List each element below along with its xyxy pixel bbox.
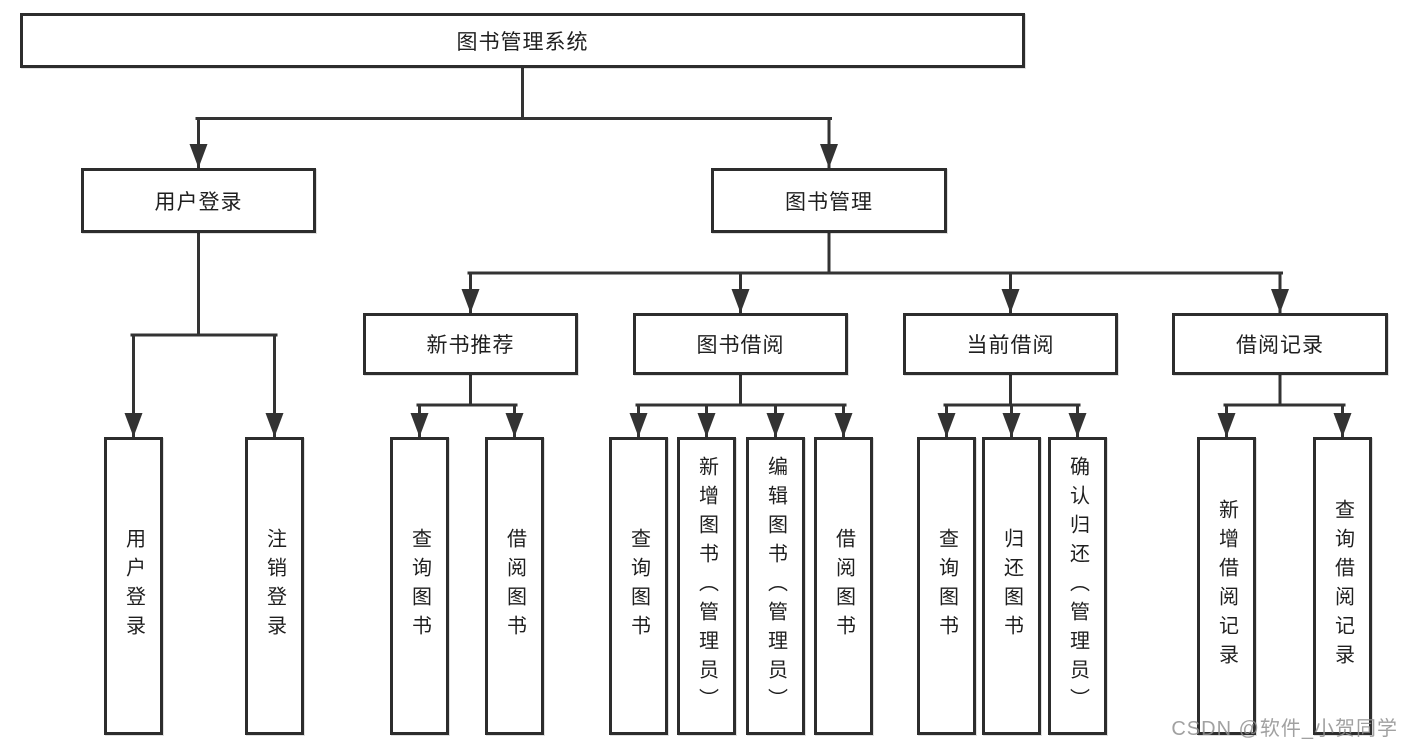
node-book-borrow-label: 图书借阅 [696, 334, 785, 357]
node-current-borrow: 当前借阅 [903, 313, 1118, 375]
leaf-edit-books-admin: 编辑图书（管理员） [746, 437, 805, 735]
node-root-label: 图书管理系统 [456, 30, 589, 54]
leaf-borrow-books-recommend: 借阅图书 [485, 437, 544, 735]
leaf-logout: 注销登录 [245, 437, 304, 735]
node-borrow-records: 借阅记录 [1172, 313, 1388, 375]
leaf-confirm-return-admin: 确认归还（管理员） [1048, 437, 1107, 735]
leaf-add-books-admin: 新增图书（管理员） [677, 437, 736, 735]
leaf-borrow-books-recommend-label: 借阅图书 [503, 528, 526, 644]
node-book-management-label: 图书管理 [785, 190, 873, 214]
node-new-book-recommend: 新书推荐 [363, 313, 578, 375]
leaf-add-books-admin-label: 新增图书（管理员） [695, 455, 718, 717]
leaf-edit-books-admin-label: 编辑图书（管理员） [764, 455, 787, 717]
leaf-return-books-label: 归还图书 [1000, 528, 1023, 644]
node-root: 图书管理系统 [20, 13, 1025, 68]
node-borrow-records-label: 借阅记录 [1236, 334, 1324, 357]
node-book-management: 图书管理 [711, 168, 947, 233]
leaf-return-books: 归还图书 [982, 437, 1041, 735]
leaf-query-borrow-record: 查询借阅记录 [1313, 437, 1372, 735]
node-user-login-label: 用户登录 [154, 190, 243, 214]
leaf-query-borrow-record-label: 查询借阅记录 [1331, 499, 1354, 673]
leaf-query-books-recommend-label: 查询图书 [408, 528, 431, 644]
watermark-text: CSDN @软件_小贺同学 [1171, 718, 1398, 740]
node-new-book-recommend-label: 新书推荐 [426, 334, 515, 357]
leaf-borrow-books: 借阅图书 [814, 437, 873, 735]
node-user-login: 用户登录 [81, 168, 316, 233]
leaf-query-books-borrow: 查询图书 [609, 437, 668, 735]
arrowheads [124, 144, 1352, 437]
leaf-query-books-current: 查询图书 [917, 437, 976, 735]
node-current-borrow-label: 当前借阅 [966, 334, 1055, 357]
leaf-confirm-return-admin-label: 确认归还（管理员） [1066, 455, 1089, 717]
leaf-borrow-books-label: 借阅图书 [832, 528, 855, 644]
leaf-query-books-borrow-label: 查询图书 [627, 528, 650, 644]
leaf-add-borrow-record: 新增借阅记录 [1197, 437, 1256, 735]
leaf-logout-label: 注销登录 [263, 528, 286, 644]
leaf-user-login: 用户登录 [104, 437, 163, 735]
leaf-query-books-current-label: 查询图书 [935, 528, 958, 644]
node-book-borrow: 图书借阅 [633, 313, 848, 375]
leaf-query-books-recommend: 查询图书 [390, 437, 449, 735]
leaf-user-login-label: 用户登录 [122, 528, 145, 644]
leaf-add-borrow-record-label: 新增借阅记录 [1215, 499, 1238, 673]
